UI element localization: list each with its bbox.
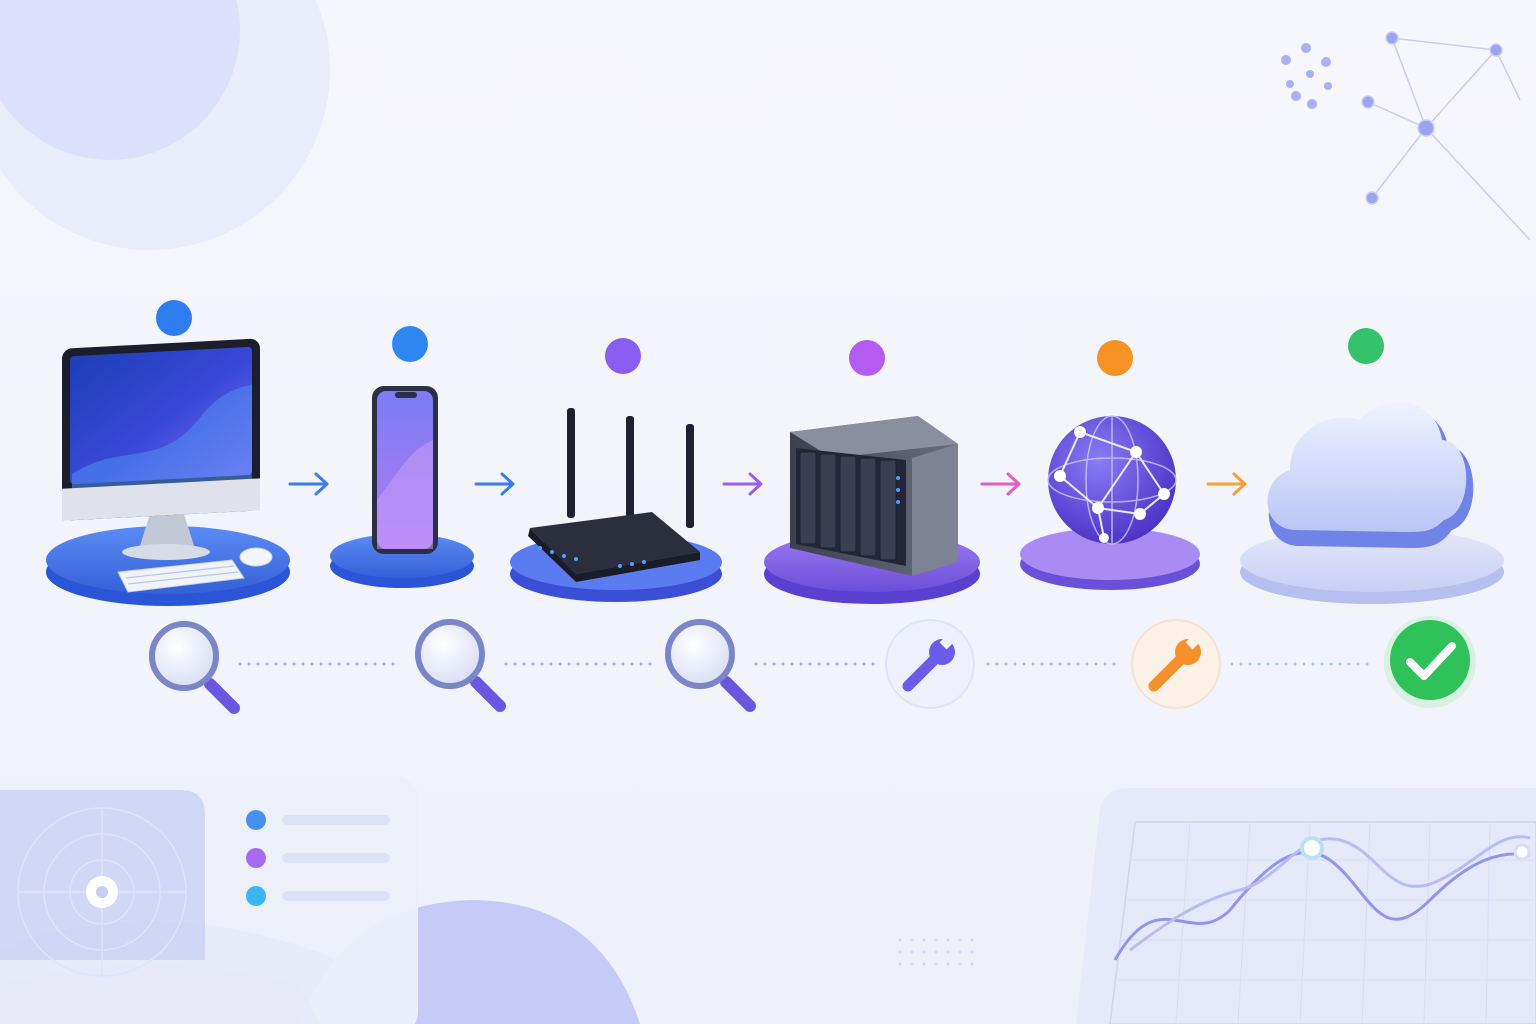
arrow-right-icon (1206, 472, 1247, 496)
arrow-right-icon (980, 472, 1021, 496)
chart-card (1076, 788, 1536, 1024)
smartphone-icon (372, 386, 438, 554)
wrench-icon (885, 619, 975, 709)
magnifier-icon (149, 621, 240, 714)
status-dot (1097, 340, 1133, 376)
checkmark-icon (1384, 616, 1476, 708)
status-dot (156, 300, 192, 336)
flow-arrows (288, 472, 1247, 496)
internet-globe-icon (1047, 415, 1177, 545)
status-dot (605, 338, 641, 374)
desktop-computer-icon (62, 338, 273, 593)
magnifier-icon (665, 619, 756, 712)
wifi-router-icon (528, 408, 700, 582)
arrow-right-icon (722, 472, 763, 496)
status-dot (392, 326, 428, 362)
magnifier-icon (415, 619, 506, 712)
arrow-right-icon (288, 472, 329, 496)
legend-list (246, 810, 390, 906)
status-dot (849, 340, 885, 376)
arrow-right-icon (474, 472, 515, 496)
nas-server-icon (790, 416, 958, 576)
status-dot (1348, 328, 1384, 364)
network-mesh-icon (1361, 31, 1531, 241)
cloud-icon (1267, 402, 1474, 548)
wrench-icon (1131, 619, 1221, 709)
node-dots (156, 300, 1384, 376)
